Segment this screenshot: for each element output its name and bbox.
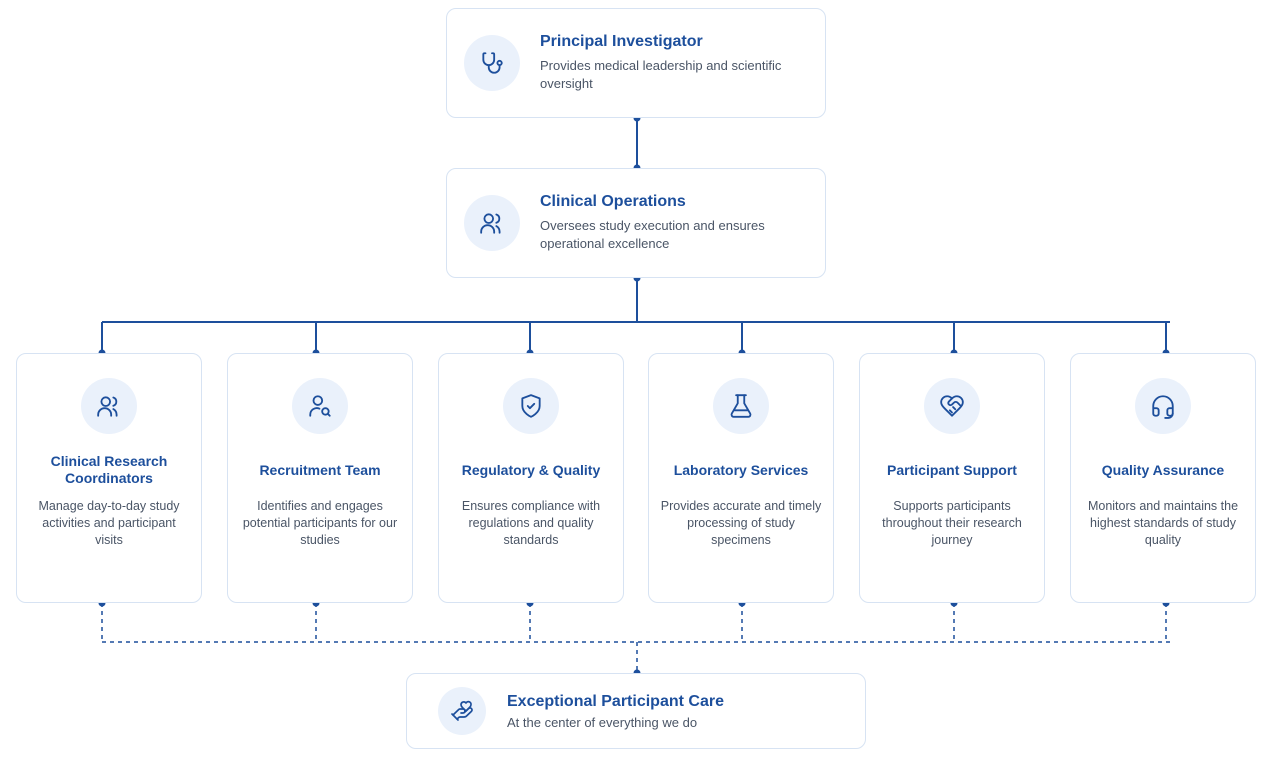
users-icon bbox=[464, 195, 520, 251]
department-description: Provides accurate and timely processing … bbox=[660, 499, 822, 547]
principal-investigator-card: Principal Investigator Provides medical … bbox=[446, 8, 826, 118]
department-card-quality-assurance: Quality Assurance Monitors and maintains… bbox=[1070, 353, 1256, 603]
users-icon bbox=[81, 378, 137, 434]
department-card-recruitment-team: Recruitment Team Identifies and engages … bbox=[227, 353, 413, 603]
department-title: Regulatory & Quality bbox=[461, 461, 601, 478]
heart-handshake-icon bbox=[924, 378, 980, 434]
flask-icon bbox=[713, 378, 769, 434]
department-title: Participant Support bbox=[887, 461, 1017, 478]
department-card-laboratory-services: Laboratory Services Provides accurate an… bbox=[648, 353, 834, 603]
participant-care-description: At the center of everything we do bbox=[507, 715, 698, 730]
department-card-regulatory-quality: Regulatory & Quality Ensures compliance … bbox=[438, 353, 624, 603]
participant-care-title: Exceptional Participant Care bbox=[507, 693, 724, 710]
principal-investigator-description: Provides medical leadership and scientif… bbox=[540, 58, 782, 91]
department-card-clinical-research-coordinators: Clinical Research Coordinators Manage da… bbox=[16, 353, 202, 603]
department-title: Recruitment Team bbox=[259, 461, 381, 478]
stethoscope-icon bbox=[464, 35, 520, 91]
clinical-operations-description: Oversees study execution and ensures ope… bbox=[540, 218, 765, 251]
hand-heart-icon bbox=[438, 687, 486, 735]
department-description: Supports participants throughout their r… bbox=[882, 499, 1022, 547]
department-card-participant-support: Participant Support Supports participant… bbox=[859, 353, 1045, 603]
headset-icon bbox=[1135, 378, 1191, 434]
user-search-icon bbox=[292, 378, 348, 434]
clinical-operations-title: Clinical Operations bbox=[540, 193, 686, 210]
department-description: Ensures compliance with regulations and … bbox=[461, 499, 601, 547]
participant-care-card: Exceptional Participant Care At the cent… bbox=[406, 673, 866, 749]
department-description: Manage day-to-day study activities and p… bbox=[38, 499, 180, 547]
principal-investigator-title: Principal Investigator bbox=[540, 33, 703, 50]
shield-check-icon bbox=[503, 378, 559, 434]
clinical-operations-card: Clinical Operations Oversees study execu… bbox=[446, 168, 826, 278]
department-title: Clinical Research Coordinators bbox=[50, 453, 168, 486]
department-title: Quality Assurance bbox=[1101, 461, 1225, 478]
department-description: Identifies and engages potential partici… bbox=[242, 499, 398, 547]
department-title: Laboratory Services bbox=[673, 461, 809, 478]
department-description: Monitors and maintains the highest stand… bbox=[1087, 499, 1239, 547]
